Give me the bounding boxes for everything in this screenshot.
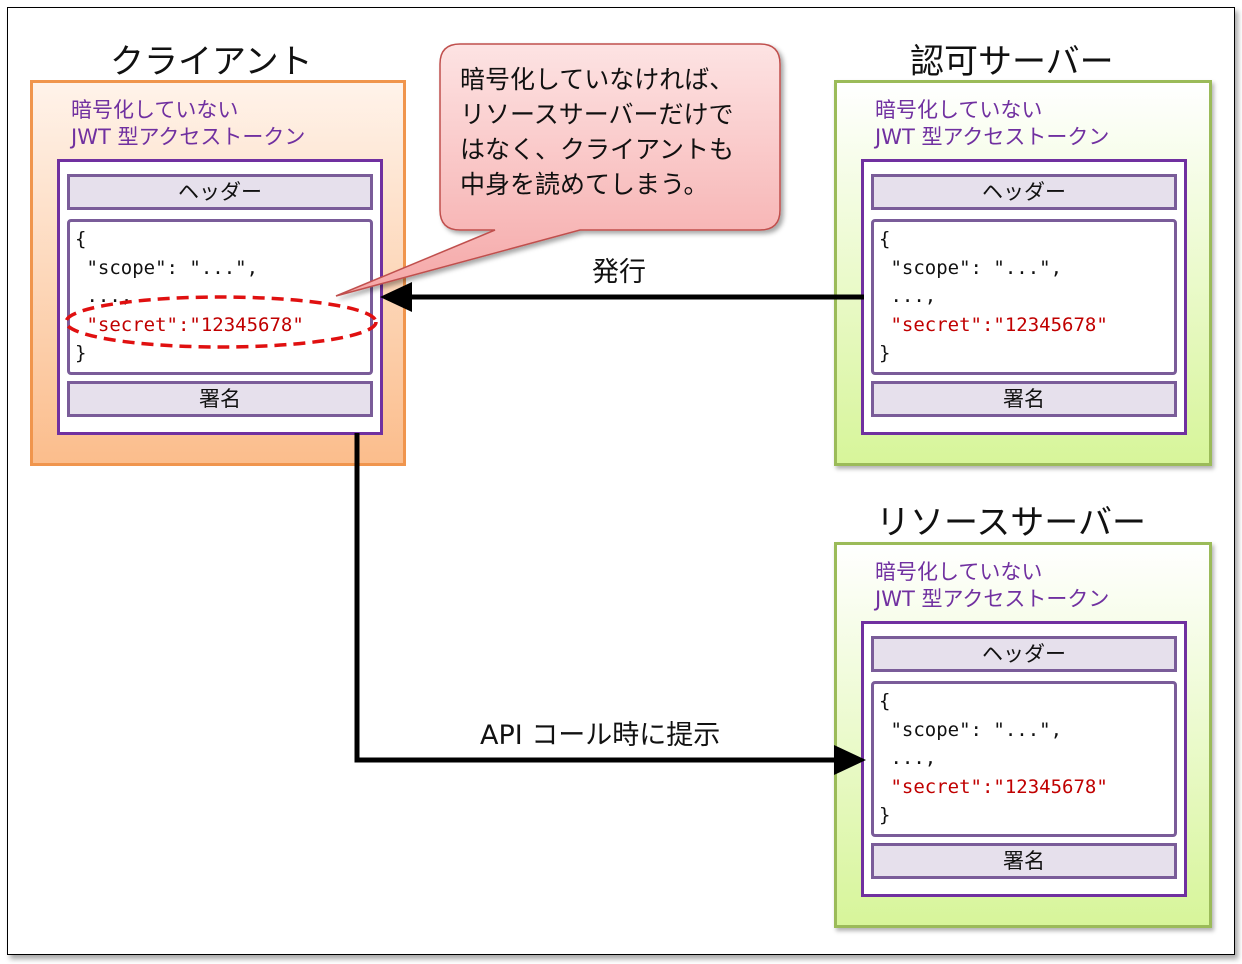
resource-token-label: 暗号化していない JWT 型アクセストークン bbox=[875, 560, 1110, 611]
payload-secret-line: "secret":"12345678" bbox=[879, 313, 1108, 336]
resource-token-payload: { "scope": "...", ..., "secret":"1234567… bbox=[871, 681, 1177, 837]
resource-server-title: リソースサーバー bbox=[876, 503, 1146, 543]
client-box: 暗号化していない JWT 型アクセストークン ヘッダー { "scope": "… bbox=[30, 80, 406, 466]
payload-line: "scope": "...", bbox=[75, 256, 259, 279]
client-token-label: 暗号化していない JWT 型アクセストークン bbox=[71, 98, 306, 149]
payload-secret-line: "secret":"12345678" bbox=[75, 313, 304, 336]
auth-token-payload: { "scope": "...", ..., "secret":"1234567… bbox=[871, 219, 1177, 375]
callout-text: 暗号化していなければ、 リソースサーバーだけで はなく、クライアントも 中身を読… bbox=[460, 65, 735, 199]
payload-line: } bbox=[75, 342, 87, 364]
payload-line: "scope": "...", bbox=[879, 718, 1063, 741]
secret-highlight-ellipse bbox=[64, 295, 378, 349]
resource-server-box: 暗号化していない JWT 型アクセストークン ヘッダー { "scope": "… bbox=[834, 542, 1212, 928]
client-token-header: ヘッダー bbox=[67, 174, 373, 210]
auth-token-label: 暗号化していない JWT 型アクセストークン bbox=[875, 98, 1110, 149]
present-arrowhead bbox=[834, 745, 866, 775]
issue-arrowhead bbox=[380, 282, 412, 312]
client-token: ヘッダー { "scope": "...", ..., "secret":"12… bbox=[57, 159, 383, 435]
auth-token-header: ヘッダー bbox=[871, 174, 1177, 210]
resource-token-signature: 署名 bbox=[871, 843, 1177, 879]
payload-line: { bbox=[75, 228, 87, 250]
auth-server-box: 暗号化していない JWT 型アクセストークン ヘッダー { "scope": "… bbox=[834, 80, 1212, 466]
client-title: クライアント bbox=[110, 42, 313, 82]
payload-line: "scope": "...", bbox=[879, 256, 1063, 279]
callout-bubble bbox=[335, 43, 781, 297]
resource-token-header: ヘッダー bbox=[871, 636, 1177, 672]
client-token-signature: 署名 bbox=[67, 381, 373, 417]
payload-line: ..., bbox=[879, 285, 937, 307]
auth-token: ヘッダー { "scope": "...", ..., "secret":"12… bbox=[861, 159, 1187, 435]
payload-line: } bbox=[879, 342, 891, 364]
auth-token-signature: 署名 bbox=[871, 381, 1177, 417]
payload-line: ..., bbox=[879, 747, 937, 769]
resource-token: ヘッダー { "scope": "...", ..., "secret":"12… bbox=[861, 621, 1187, 897]
payload-line: { bbox=[879, 690, 891, 712]
issue-arrow-label: 発行 bbox=[592, 257, 646, 288]
auth-server-title: 認可サーバー bbox=[910, 42, 1114, 82]
payload-line: { bbox=[879, 228, 891, 250]
present-arrow-line bbox=[354, 433, 836, 763]
present-arrow-label: API コール時に提示 bbox=[480, 720, 721, 751]
payload-line: } bbox=[879, 804, 891, 826]
payload-secret-line: "secret":"12345678" bbox=[879, 775, 1108, 798]
